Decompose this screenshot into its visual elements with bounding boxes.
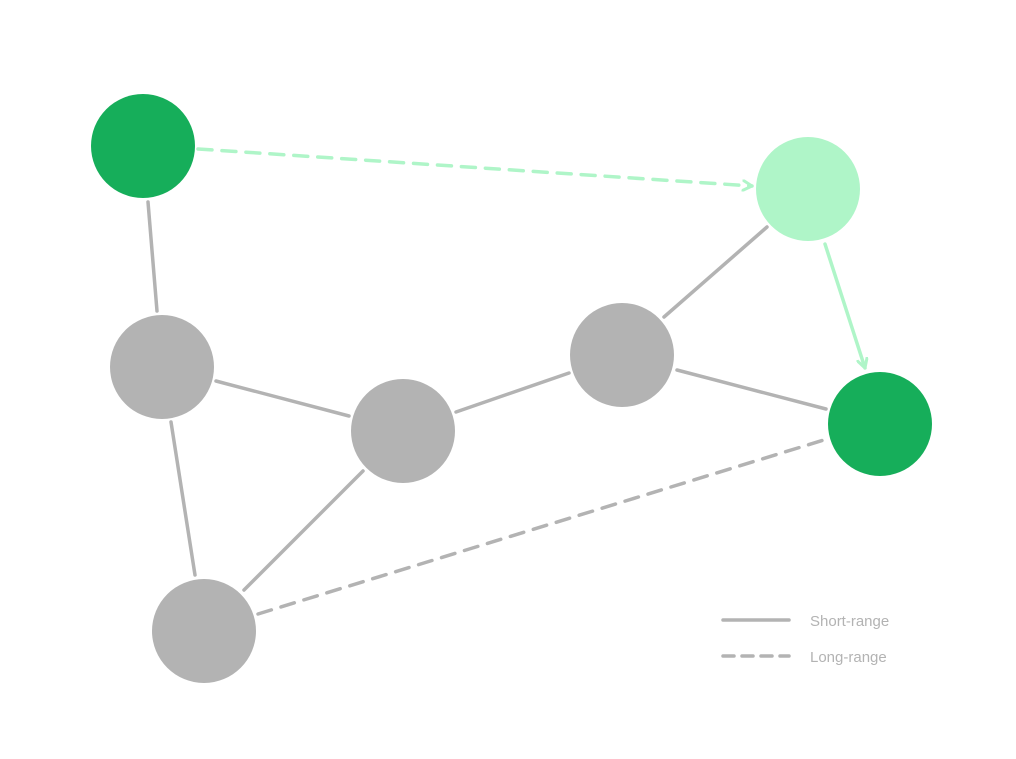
edge-d-g (242, 469, 365, 592)
edge-d-e (454, 371, 571, 414)
legend-long-range-label: Long-range (810, 649, 887, 666)
node-e (570, 303, 674, 407)
node-f (828, 372, 932, 476)
node-d (351, 379, 455, 483)
edge-c-g (169, 420, 197, 577)
edge-a-c (146, 200, 159, 313)
legend-short-range-label: Short-range (810, 613, 889, 630)
node-c (110, 315, 214, 419)
node-b (756, 137, 860, 241)
edge-a-b-long-range (196, 147, 754, 186)
node-a (91, 94, 195, 198)
edge-g-f-long-range (256, 437, 829, 616)
edge-e-b (662, 225, 769, 319)
node-g (152, 579, 256, 683)
edge-c-d (214, 379, 351, 418)
edge-b-f (823, 242, 865, 370)
legend: Short-range Long-range (721, 613, 889, 666)
edge-e-f (675, 368, 828, 411)
